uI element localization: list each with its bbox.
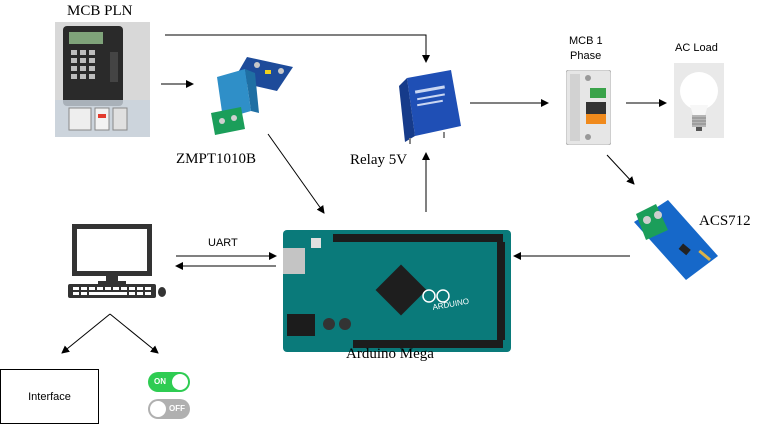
arrow-computer-to-toggle — [109, 313, 159, 354]
label-uart: UART — [208, 237, 238, 249]
acs712-sensor-photo — [632, 200, 724, 285]
mcb-pln-meter-photo — [55, 22, 150, 137]
toggle-off-label: OFF — [169, 404, 185, 413]
arrow-mcb-to-relay — [165, 34, 430, 63]
label-mcb1-line1: MCB 1 — [569, 35, 603, 47]
interface-box: Interface — [0, 369, 99, 424]
arrow-zmpt-to-arduino — [267, 133, 325, 214]
light-bulb-icon — [674, 63, 724, 138]
arrow-computer-to-interface — [61, 313, 111, 354]
toggle-on-label: ON — [154, 377, 166, 386]
relay-photo — [393, 70, 463, 145]
toggle-on[interactable]: ON — [148, 372, 190, 392]
label-acs: ACS712 — [699, 213, 751, 229]
label-interface: Interface — [28, 390, 71, 403]
arduino-mega-photo: ARDUINO — [283, 230, 511, 352]
toggle-off-knob — [150, 401, 166, 417]
label-mcb-pln: MCB PLN — [67, 3, 133, 19]
toggle-off[interactable]: OFF — [148, 399, 190, 419]
zmpt-sensor-photo — [207, 55, 295, 135]
label-ac-load: AC Load — [675, 42, 718, 54]
mcb-breaker-photo — [565, 69, 612, 146]
label-relay: Relay 5V — [350, 152, 408, 168]
label-mcb1-line2: Phase — [570, 50, 602, 62]
arrow-mcb1-to-acs — [606, 154, 635, 185]
label-arduino: Arduino Mega — [346, 346, 434, 362]
label-zmpt: ZMPT1010B — [176, 151, 257, 167]
computer-icon — [68, 224, 168, 299]
toggle-on-knob — [172, 374, 188, 390]
